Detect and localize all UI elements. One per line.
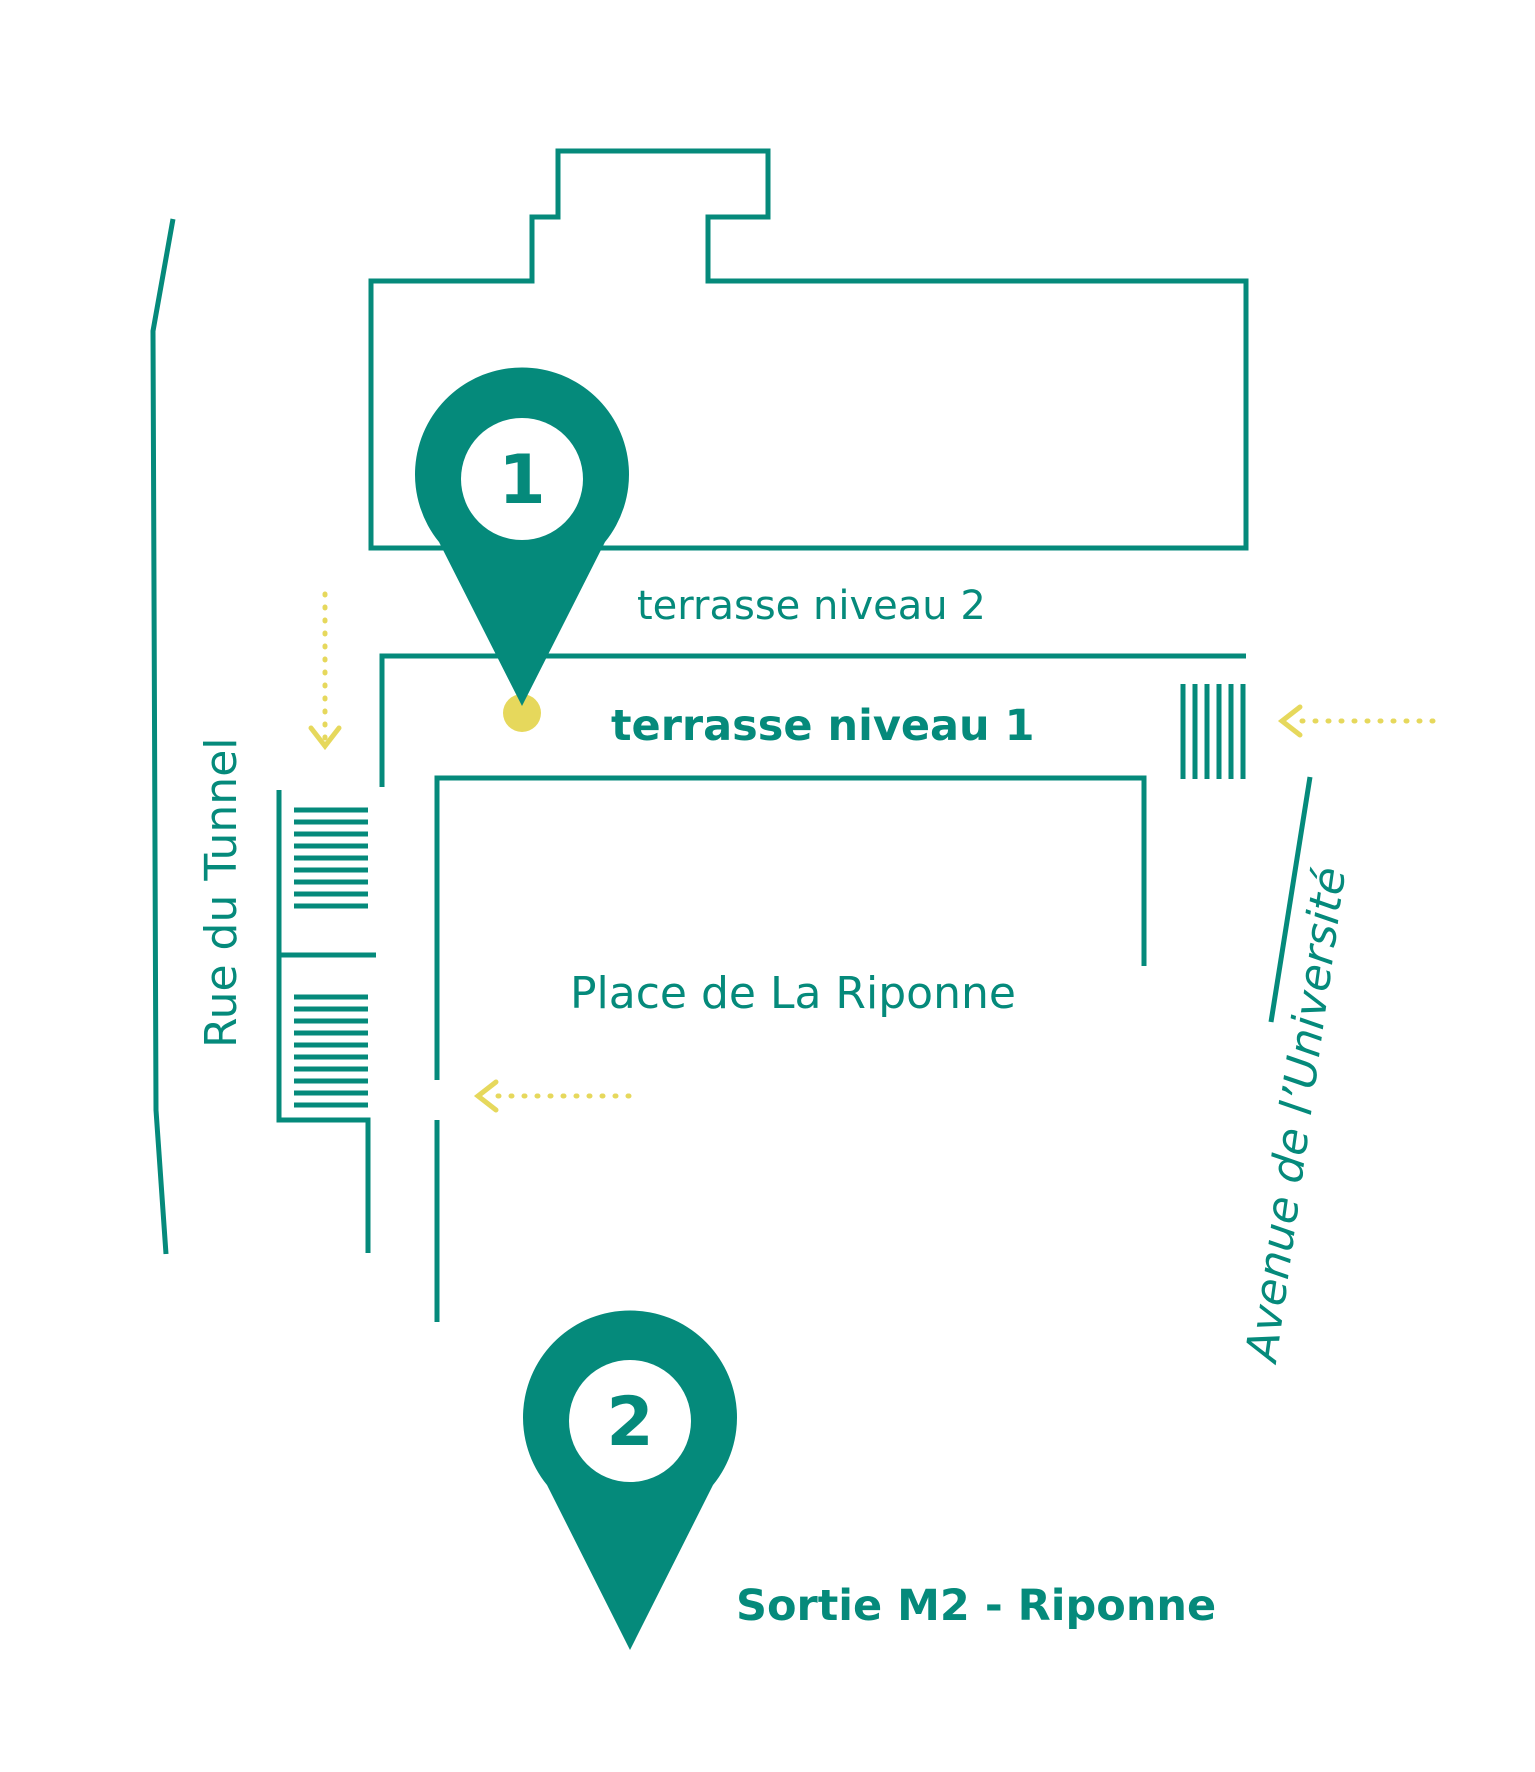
exit-label: Sortie M2 - Riponne bbox=[736, 1581, 1216, 1631]
location-dot-icon bbox=[503, 694, 541, 732]
pin-number: 2 bbox=[606, 1383, 653, 1462]
pin-number: 1 bbox=[498, 441, 545, 520]
dotted-arrow-icon bbox=[308, 591, 342, 751]
dotted-arrow-icon bbox=[1277, 704, 1436, 738]
stairs-icon bbox=[1180, 684, 1246, 779]
street-east-line bbox=[1268, 776, 1313, 1023]
terrace-level-2-label: terrasse niveau 2 bbox=[637, 583, 986, 629]
square-label: Place de La Riponne bbox=[570, 968, 1016, 1019]
square-outline bbox=[434, 775, 1147, 1322]
street-west-label: Rue du Tunnel bbox=[196, 738, 247, 1049]
stairs-icon bbox=[294, 807, 368, 909]
dotted-arrow-icon bbox=[473, 1079, 632, 1113]
terrace-level-1-upper-line bbox=[379, 653, 1246, 787]
stairs-icon bbox=[294, 994, 368, 1108]
terrace-level-1-label: terrasse niveau 1 bbox=[611, 701, 1035, 751]
street-west-line bbox=[150, 218, 176, 1255]
map-pin-icon[interactable]: 2 bbox=[523, 1310, 737, 1650]
building-outline bbox=[368, 148, 1249, 551]
map-pin-icon[interactable]: 1 bbox=[415, 367, 630, 706]
street-east-label: Avenue de l’Université bbox=[1236, 864, 1356, 1367]
